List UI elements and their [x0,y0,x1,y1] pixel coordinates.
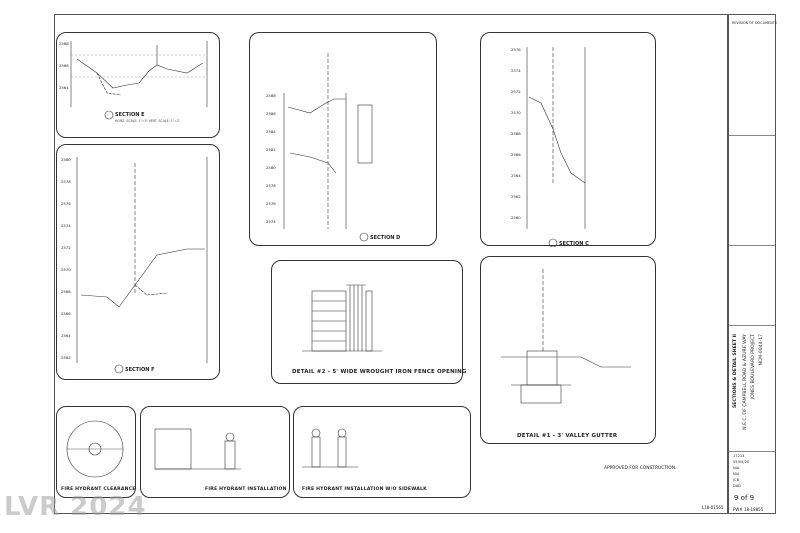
elev-top-0: 2568 [59,41,69,46]
elevation-label: 2570 [511,110,521,115]
watermark: LVR 2024 [4,492,147,522]
elevation-label: 2584 [266,129,276,134]
project-line-1: JONES BOULEVARD PROJECT [751,334,756,400]
elevation-label: 2560 [511,215,521,220]
company-logo-area [729,245,775,325]
approved-note: APPROVED FOR CONSTRUCTION. [604,466,677,471]
tb-row-2: N/A [733,466,740,470]
section-c-panel: 2576 2574 2572 2570 2568 2566 2564 2562 2560 SEC… [480,32,656,248]
section-marker-icon [548,238,558,248]
elevation-label: 2568 [511,131,521,136]
project-line-0: N.E.C. OF CAMPBELL ROAD & AZURE WAY [743,334,748,430]
elevation-label: 2576 [266,201,276,206]
fire-hydrant-clearance-drawing [66,420,124,478]
elevation-label: 2578 [266,183,276,188]
elev-top-2: 2564 [59,85,69,90]
section-d-drawing: 2588 2586 2584 2582 2580 2578 2576 2574 SECTION… [266,53,400,242]
section-e-panel: 2568 2566 2564 SECTION E HORZ. SCALE: 1"… [56,32,220,138]
drawing-frame [54,14,728,514]
detail-1-panel: DETAIL #1 - 3' VALLEY GUTTER [480,256,656,444]
project-title: SECTIONS & DETAIL SHEET II [733,334,738,409]
elevation-label: 2564 [61,333,71,338]
fire-hydrant-no-sidewalk-panel: FIRE HYDRANT INSTALLATION W/O SIDEWALK [293,406,471,498]
elevation-label: 2576 [511,47,521,52]
elevation-label: 2570 [61,267,71,272]
tb-row-1: 05/05/20 [733,460,750,464]
title-block: REVISION OF DOCUMENTS SECTIONS & DETAIL … [728,14,777,515]
sheet-info-area: 17213 05/05/20 N/A N/A JCB DAD 9 of 9 PW… [729,451,775,515]
permit-number: PW# 18-18855 [733,507,764,512]
detail-1-drawing [501,269,631,404]
section-f-title: SECTION F [125,367,155,373]
section-f-panel: 2580 2578 2576 2574 2572 2570 2568 2566 2564 2562… [56,144,220,380]
elevation-label: 2574 [511,68,521,73]
fire-hydrant-installation-drawing [154,428,241,470]
tb-row-0: 17213 [733,454,745,458]
detail-2-title: DETAIL #2 - 5' WIDE WROUGHT IRON FENCE O… [292,369,467,375]
tb-row-4: JCB [733,478,740,482]
section-marker-icon [114,364,124,374]
section-e-drawing: 2568 2566 2564 SECTION E HORZ. SCALE: 1"… [59,41,208,123]
project-title-area: SECTIONS & DETAIL SHEET II N.E.C. OF CAM… [729,325,775,451]
tb-row-5: DAD [733,484,741,488]
section-marker-icon [359,232,369,242]
fire-hydrant-clearance-title: FIRE HYDRANT CLEARANCE [61,487,136,492]
detail-2-panel: DETAIL #2 - 5' WIDE WROUGHT IRON FENCE O… [271,260,466,384]
elevation-label: 2578 [61,179,71,184]
detail-1-title: DETAIL #1 - 3' VALLEY GUTTER [517,433,618,439]
stamp-code: L18-01565 [702,505,724,510]
elevation-label: 2562 [61,355,71,360]
elevation-label: 2566 [61,311,71,316]
revisions-header: REVISION OF DOCUMENTS [732,21,777,25]
elevation-label: 2580 [266,165,276,170]
section-marker-icon [104,110,114,120]
elevation-label: 2586 [266,111,276,116]
elevation-label: 2574 [266,219,276,224]
section-d-title: SECTION D [370,235,400,241]
section-c-title: SECTION C [559,241,589,247]
elevation-label: 2572 [61,245,71,250]
section-f-drawing: 2580 2578 2576 2574 2572 2570 2568 2566 2564 2562… [61,157,208,374]
elevation-label: 2574 [61,223,71,228]
fire-hydrant-no-sidewalk-drawing [302,428,358,468]
tb-row-3: N/A [733,472,740,476]
elevation-label: 2564 [511,173,521,178]
fire-hydrant-installation-panel: FIRE HYDRANT INSTALLATION [140,406,290,498]
elevation-label: 2568 [61,289,71,294]
elevation-label: 2582 [266,147,276,152]
elev-top-1: 2566 [59,63,69,68]
revisions-area [729,135,775,245]
section-c-drawing: 2576 2574 2572 2570 2568 2566 2564 2562 2560 SEC… [511,47,589,248]
elevation-label: 2588 [266,93,276,98]
section-e-title: SECTION E [115,112,145,118]
elevation-label: 2562 [511,194,521,199]
sheet-number: 9 of 9 [734,494,755,502]
elevation-label: 2572 [511,89,521,94]
detail-2-drawing [302,284,382,352]
project-line-2: NCM-0044-17 [759,334,764,366]
elevation-label: 2566 [511,152,521,157]
elevation-label: 2576 [61,201,71,206]
section-d-panel: 2588 2586 2584 2582 2580 2578 2576 2574 SECTION… [249,32,437,246]
elevation-label: 2580 [61,157,71,162]
fire-hydrant-no-sidewalk-title: FIRE HYDRANT INSTALLATION W/O SIDEWALK [302,487,427,492]
fire-hydrant-clearance-panel: FIRE HYDRANT CLEARANCE [56,406,136,498]
section-e-scale: HORZ. SCALE: 1"=5' VERT. SCALE: 1"=2' [115,119,180,123]
fire-hydrant-installation-title: FIRE HYDRANT INSTALLATION [205,487,287,492]
